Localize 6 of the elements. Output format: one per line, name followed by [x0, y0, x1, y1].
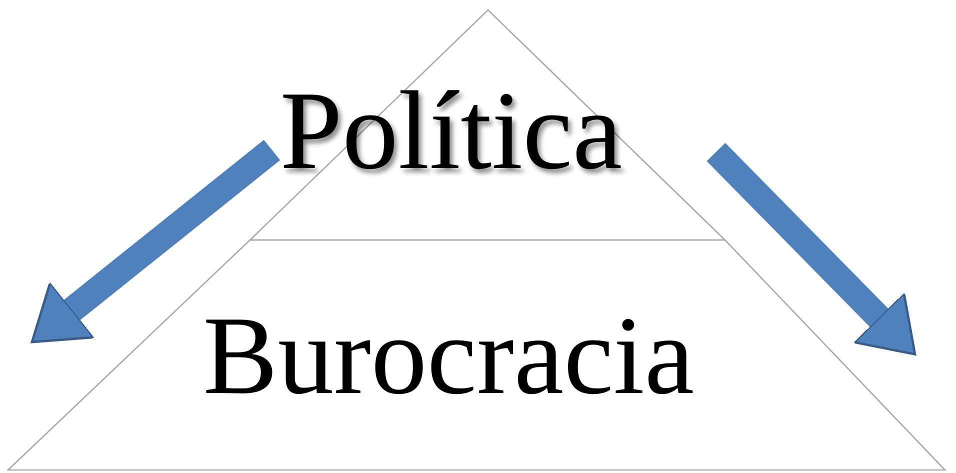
pyramid-top-section: [250, 10, 725, 240]
arrow: [706, 142, 916, 356]
arrow: [30, 140, 280, 344]
label-text: Burocracia: [203, 300, 694, 412]
pyramid-base-section: [8, 240, 945, 470]
heading-text: Política: [280, 75, 622, 187]
